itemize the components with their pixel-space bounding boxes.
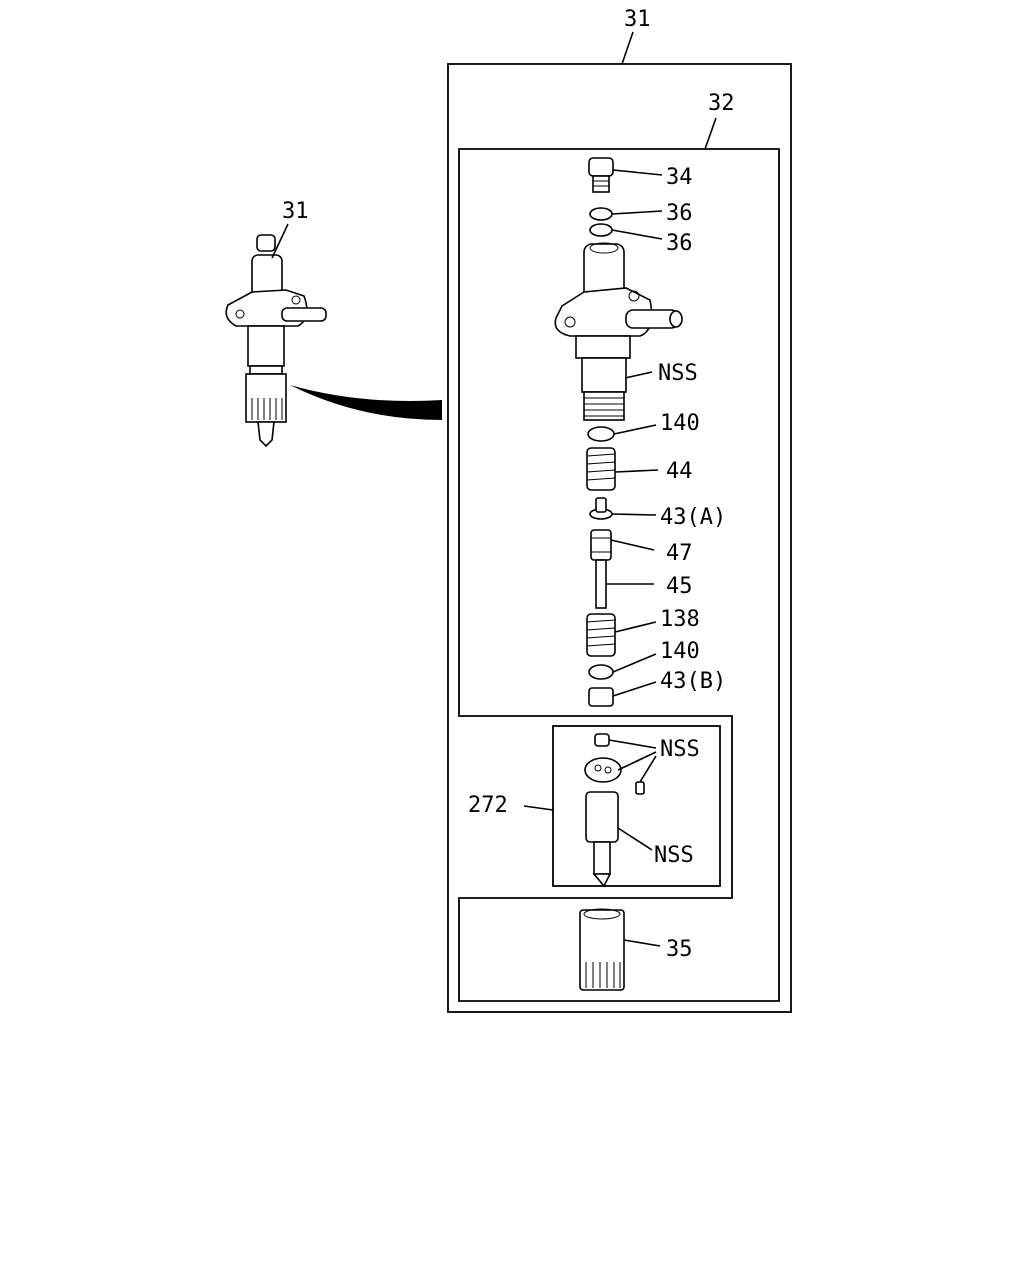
callout-36-b: 36 <box>666 231 693 256</box>
nozzle-kit-272-frame <box>552 725 721 887</box>
holder-body-illustration <box>554 242 683 421</box>
callout-138: 138 <box>660 607 700 632</box>
shim-140-lower-illustration <box>588 664 614 680</box>
callout-47: 47 <box>666 541 693 566</box>
push-rod-45-illustration <box>595 559 607 609</box>
callout-43a: 43(A) <box>660 505 726 530</box>
callout-32: 32 <box>708 91 735 116</box>
spring-44-illustration <box>586 447 616 491</box>
collar-47-illustration <box>590 529 612 561</box>
callout-45: 45 <box>666 574 693 599</box>
callout-31-top: 31 <box>624 7 651 32</box>
washer-36a-illustration <box>589 207 613 221</box>
washer-36b-illustration <box>589 223 613 237</box>
seat-43a-illustration <box>589 497 613 520</box>
callout-44: 44 <box>666 459 693 484</box>
callout-nss-nozzle-parts: NSS <box>660 737 700 762</box>
spring-138-illustration <box>586 613 616 657</box>
leader-lines <box>271 31 717 947</box>
callout-31-side: 31 <box>282 199 309 224</box>
callout-35: 35 <box>666 937 693 962</box>
bolt-34-illustration <box>588 157 614 193</box>
callout-272: 272 <box>468 793 508 818</box>
connector-wedge <box>290 385 442 420</box>
assembly-31-frame <box>447 63 792 1013</box>
callout-nss-body: NSS <box>658 361 698 386</box>
callout-nss-nozzle-body: NSS <box>654 843 694 868</box>
callout-43b: 43(B) <box>660 669 726 694</box>
shim-140-upper-illustration <box>587 426 615 442</box>
callout-140-lower: 140 <box>660 639 700 664</box>
holder-kit-32-frame <box>458 148 780 1002</box>
callout-34: 34 <box>666 165 693 190</box>
retaining-nut-35-illustration <box>579 908 625 991</box>
callout-36-a: 36 <box>666 201 693 226</box>
callout-140-upper: 140 <box>660 411 700 436</box>
nozzle-parts-illustration <box>584 733 645 888</box>
injector-assembly-illustration <box>225 234 327 448</box>
seat-43b-illustration <box>588 687 614 707</box>
